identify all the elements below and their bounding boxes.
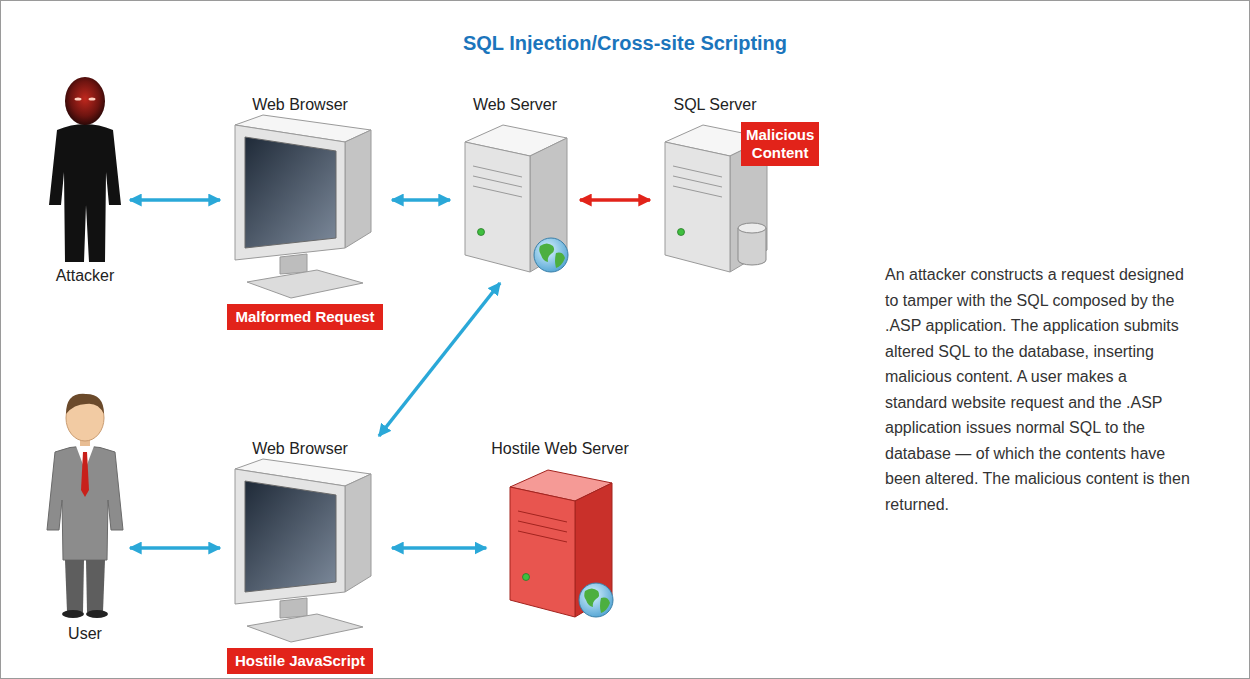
- attacker-figure: [49, 77, 121, 262]
- server-node: Hostile Web Server: [491, 439, 629, 623]
- diagram-title: SQL Injection/Cross-site Scripting: [0, 32, 1250, 55]
- device-label: Hostile Web Server: [491, 439, 629, 459]
- figure-label: User: [68, 624, 102, 644]
- network-connector: [392, 546, 486, 550]
- hostile-server-tower: [510, 470, 613, 617]
- web-server-tower: [465, 125, 568, 272]
- person-node: Attacker: [45, 78, 125, 286]
- network-connector: [379, 283, 500, 436]
- user-figure: [47, 394, 123, 618]
- network-connector: [392, 198, 450, 202]
- server-node: SQL ServerMalicious Content: [655, 95, 819, 278]
- browser-monitor: [235, 459, 371, 642]
- warning-badge: Hostile JavaScript: [227, 648, 373, 674]
- network-connector: [130, 198, 220, 202]
- device-label: Web Server: [473, 95, 557, 115]
- browser-monitor: [235, 115, 371, 298]
- device-label: Web Browser: [252, 439, 348, 459]
- browser-node: Web BrowserMalformed Request: [225, 95, 387, 330]
- network-connector: [130, 546, 220, 550]
- warning-badge: Malformed Request: [227, 304, 382, 330]
- description-text: An attacker constructs a request designe…: [885, 262, 1190, 517]
- device-label: SQL Server: [674, 95, 757, 115]
- figure-label: Attacker: [56, 266, 115, 286]
- device-label: Web Browser: [252, 95, 348, 115]
- database-connector: [580, 198, 650, 202]
- browser-node: Web BrowserHostile JavaScript: [225, 439, 387, 674]
- server-node: Web Server: [455, 95, 575, 278]
- warning-badge: Malicious Content: [741, 122, 819, 166]
- person-node: User: [45, 392, 125, 644]
